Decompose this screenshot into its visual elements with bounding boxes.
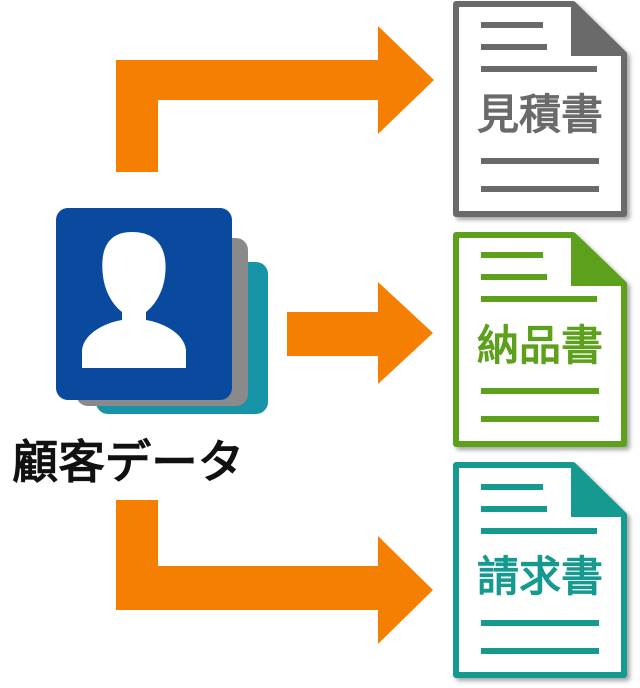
customer-card-stack-icon (56, 208, 268, 414)
person-icon (82, 232, 186, 368)
delivery-note-label: 納品書 (477, 321, 603, 370)
customer-data-label: 顧客データ (12, 435, 244, 489)
estimate-document (453, 1, 627, 217)
invoice-label: 請求書 (477, 552, 603, 601)
arrow-to-estimate (116, 26, 434, 172)
delivery-note-document (453, 232, 627, 447)
estimate-label: 見積書 (477, 90, 603, 139)
arrow-to-invoice (116, 500, 433, 644)
arrow-to-delivery (287, 282, 433, 384)
invoice-document (453, 462, 627, 678)
